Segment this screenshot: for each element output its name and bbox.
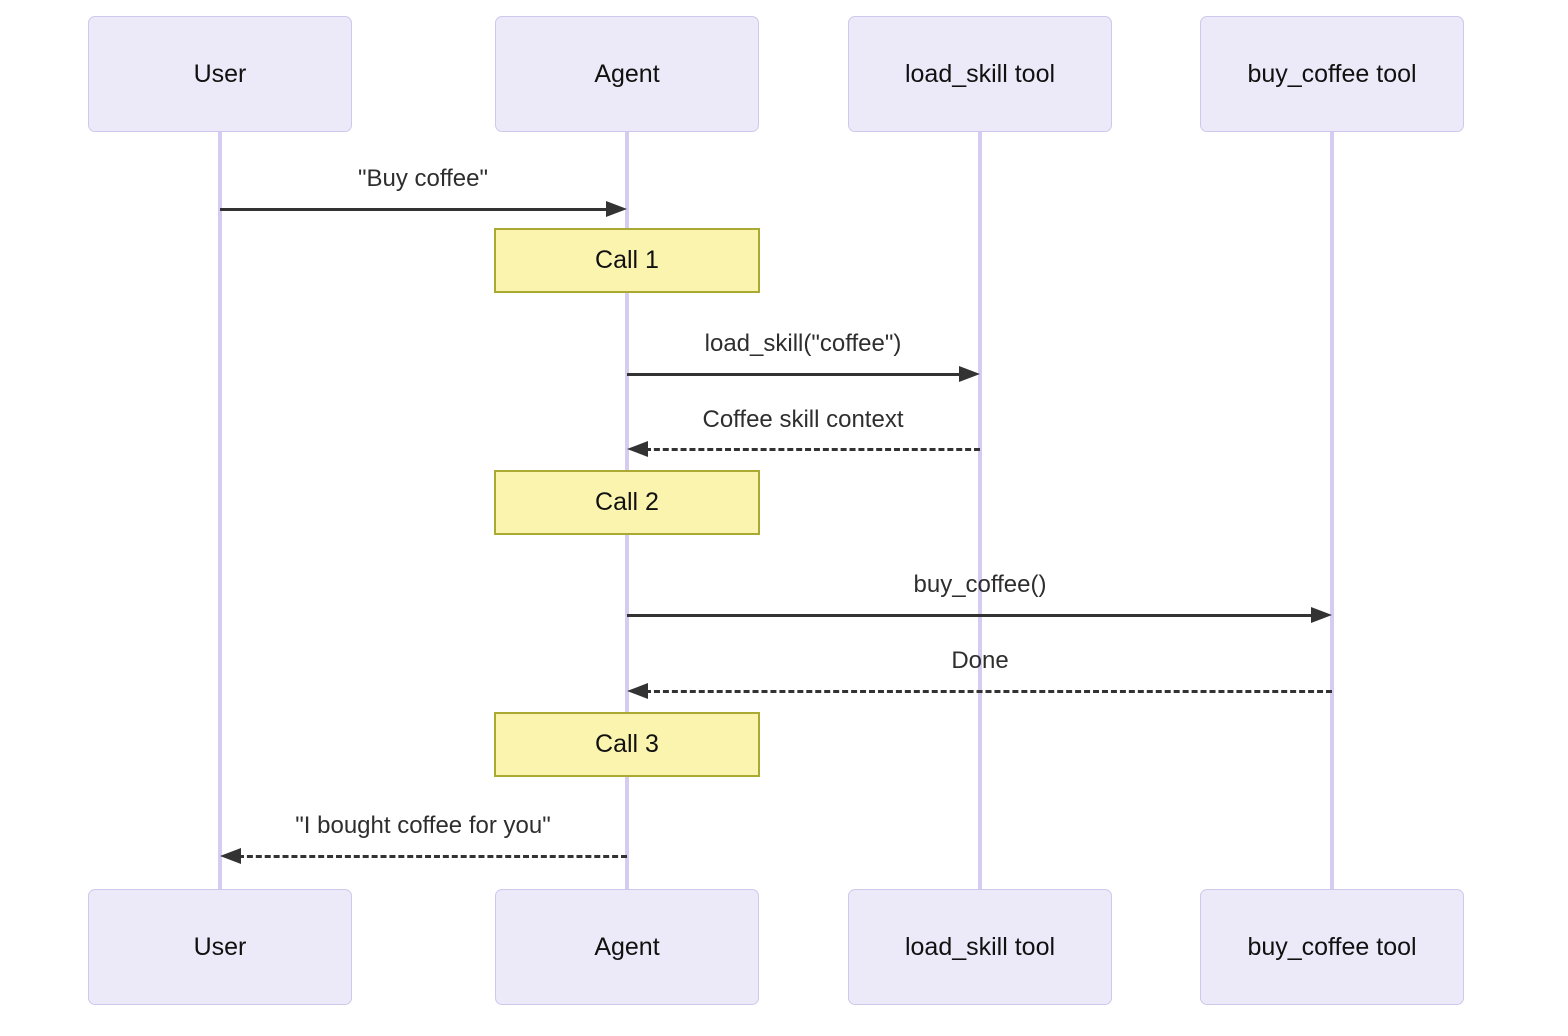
lifeline-user [218, 132, 222, 889]
note-label: Call 1 [595, 246, 659, 274]
actor-label: load_skill tool [904, 932, 1056, 961]
actor-top-load-skill-tool: load_skill tool [848, 16, 1112, 132]
message-5-line [645, 690, 1332, 693]
message-4-line [627, 614, 1316, 617]
actor-top-agent: Agent [495, 16, 759, 132]
actor-top-buy-coffee-tool: buy_coffee tool [1200, 16, 1464, 132]
lifeline-load-skill-tool [978, 132, 982, 889]
actor-bottom-agent: Agent [495, 889, 759, 1005]
message-6-label: "I bought coffee for you" [295, 812, 551, 839]
message-2-line [627, 373, 964, 376]
lifeline-buy-coffee-tool [1330, 132, 1334, 889]
note-call-3: Call 3 [494, 712, 760, 777]
actor-label: buy_coffee tool [1247, 932, 1417, 961]
message-3-label: Coffee skill context [702, 406, 904, 433]
actor-label: load_skill tool [904, 59, 1056, 88]
message-1-arrowhead-right-icon [606, 201, 627, 217]
message-2-label: load_skill("coffee") [704, 330, 902, 357]
actor-label: Agent [594, 59, 660, 88]
actor-label: User [193, 932, 247, 961]
message-1-label: "Buy coffee" [357, 165, 489, 192]
message-4-label: buy_coffee() [913, 571, 1047, 598]
actor-bottom-load-skill-tool: load_skill tool [848, 889, 1112, 1005]
message-3-arrowhead-left-icon [627, 441, 648, 457]
actor-bottom-user: User [88, 889, 352, 1005]
note-label: Call 2 [595, 488, 659, 516]
message-2-arrowhead-right-icon [959, 366, 980, 382]
message-1-line [220, 208, 611, 211]
note-call-1: Call 1 [494, 228, 760, 293]
actor-label: Agent [594, 932, 660, 961]
message-6-line [238, 855, 627, 858]
message-4-arrowhead-right-icon [1311, 607, 1332, 623]
message-6-arrowhead-left-icon [220, 848, 241, 864]
actor-label: buy_coffee tool [1247, 59, 1417, 88]
actor-label: User [193, 59, 247, 88]
note-label: Call 3 [595, 730, 659, 758]
message-3-line [645, 448, 980, 451]
message-5-label: Done [951, 647, 1009, 674]
actor-top-user: User [88, 16, 352, 132]
message-5-arrowhead-left-icon [627, 683, 648, 699]
note-call-2: Call 2 [494, 470, 760, 535]
actor-bottom-buy-coffee-tool: buy_coffee tool [1200, 889, 1464, 1005]
